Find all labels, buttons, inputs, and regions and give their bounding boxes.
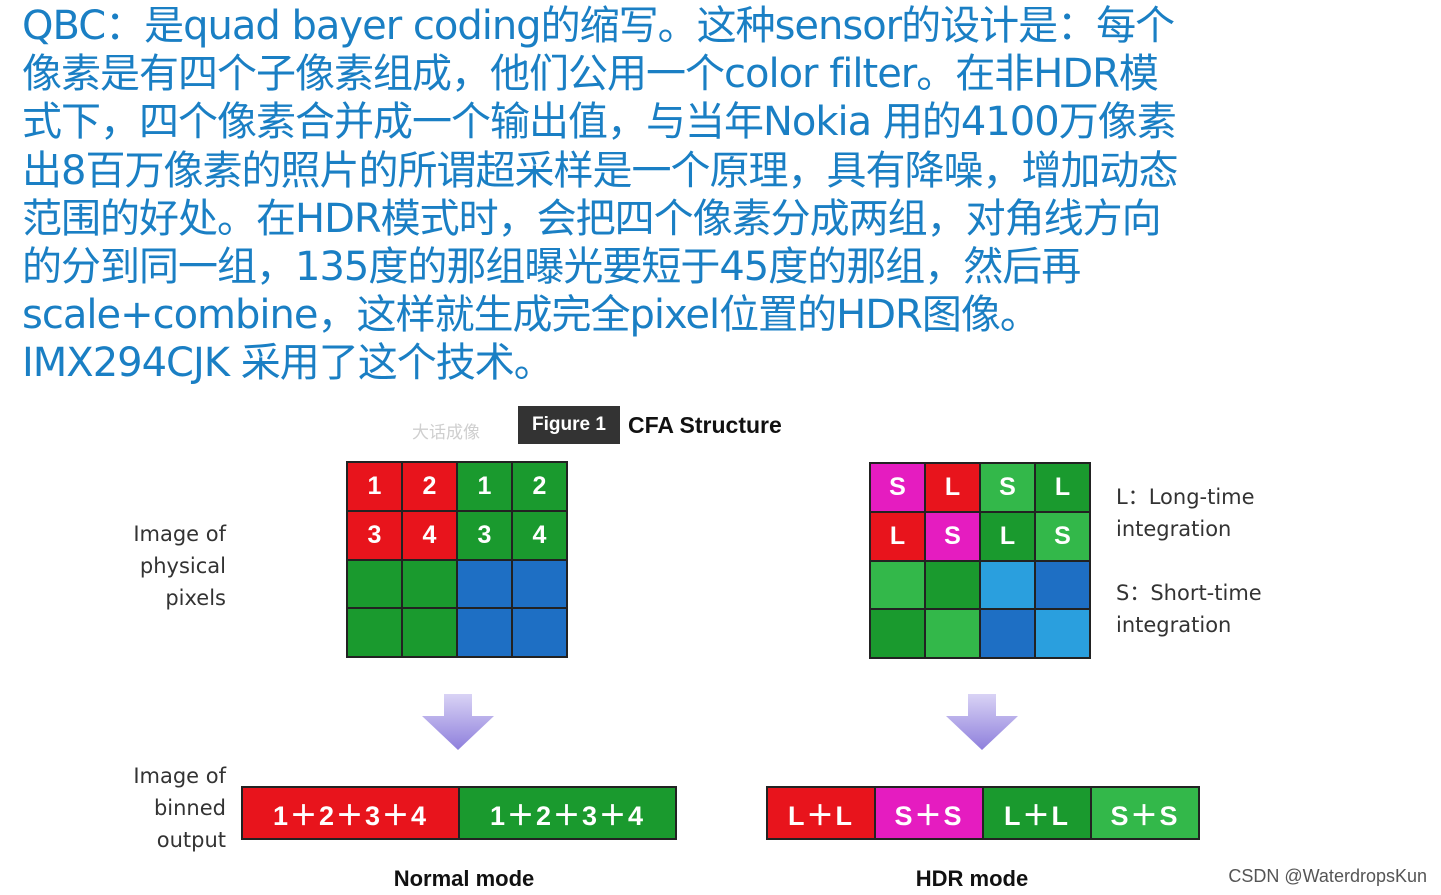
- hdr-binned-cell: L＋L: [768, 788, 874, 838]
- hdr-binned-cell: S＋S: [1092, 788, 1198, 838]
- normal-pixel-cell: [513, 609, 566, 656]
- hdr-binned-cell: L＋L: [984, 788, 1090, 838]
- hdr-pixel-cell: S: [981, 464, 1034, 511]
- normal-pixel-cell: 4: [513, 511, 566, 559]
- normal-pixel-cell: [348, 609, 401, 656]
- normal-pixel-cell: [403, 609, 456, 656]
- hdr-pixel-cell: [871, 610, 924, 657]
- normal-pixel-cell: 3: [348, 511, 401, 559]
- legend-short-time: S：Short-time integration: [1116, 581, 1262, 637]
- hdr-pixel-cell: S: [926, 512, 979, 560]
- normal-pixel-cell: 1: [348, 463, 401, 510]
- hdr-pixel-cell: [926, 561, 979, 609]
- hdr-pixel-cell: S: [1036, 512, 1089, 560]
- legend-long-time: L：Long-time integration: [1116, 485, 1255, 541]
- label-physical-pixels: Image of physical pixels: [133, 522, 226, 610]
- normal-pixel-cell: [458, 560, 511, 608]
- normal-pixel-cell: 2: [513, 463, 566, 510]
- normal-mode-label: Normal mode: [393, 866, 535, 891]
- hdr-pixel-cell: S: [871, 464, 924, 511]
- down-arrow-icon: [422, 694, 494, 750]
- label-binned-output: Image of binned output: [133, 764, 226, 852]
- hdr-pixel-cell: [1036, 610, 1089, 657]
- hdr-mode-label: HDR mode: [915, 866, 1029, 891]
- hdr-pixel-cell: L: [871, 512, 924, 560]
- normal-pixel-cell: 3: [458, 511, 511, 559]
- hdr-binned-cell: S＋S: [876, 788, 982, 838]
- hdr-pixel-cell: [981, 561, 1034, 609]
- normal-pixel-cell: [348, 560, 401, 608]
- hdr-pixel-cell: L: [1036, 464, 1089, 511]
- hdr-pixel-cell: [981, 610, 1034, 657]
- figure-badge: Figure 1: [518, 406, 620, 444]
- hdr-pixel-cell: L: [926, 464, 979, 511]
- hdr-pixel-cell: [1036, 561, 1089, 609]
- figure-title: CFA Structure: [628, 412, 782, 438]
- normal-pixel-cell: 4: [403, 511, 456, 559]
- down-arrow-icon: [946, 694, 1018, 750]
- watermark-text: 大话成像: [412, 423, 480, 443]
- normal-pixel-cell: 2: [403, 463, 456, 510]
- normal-pixel-cell: [403, 560, 456, 608]
- footer-watermark: CSDN @WaterdropsKun: [1228, 866, 1427, 886]
- normal-pixel-cell: [513, 560, 566, 608]
- normal-pixel-cell: [458, 609, 511, 656]
- hdr-pixel-cell: [871, 561, 924, 609]
- description-paragraph: QBC：是quad bayer coding的缩写。这种sensor的设计是：每…: [22, 3, 1178, 387]
- normal-pixel-cell: 1: [458, 463, 511, 510]
- normal-binned-cell: 1＋2＋3＋4: [460, 788, 675, 838]
- hdr-pixel-cell: [926, 610, 979, 657]
- hdr-pixel-cell: L: [981, 512, 1034, 560]
- normal-binned-cell: 1＋2＋3＋4: [243, 788, 458, 838]
